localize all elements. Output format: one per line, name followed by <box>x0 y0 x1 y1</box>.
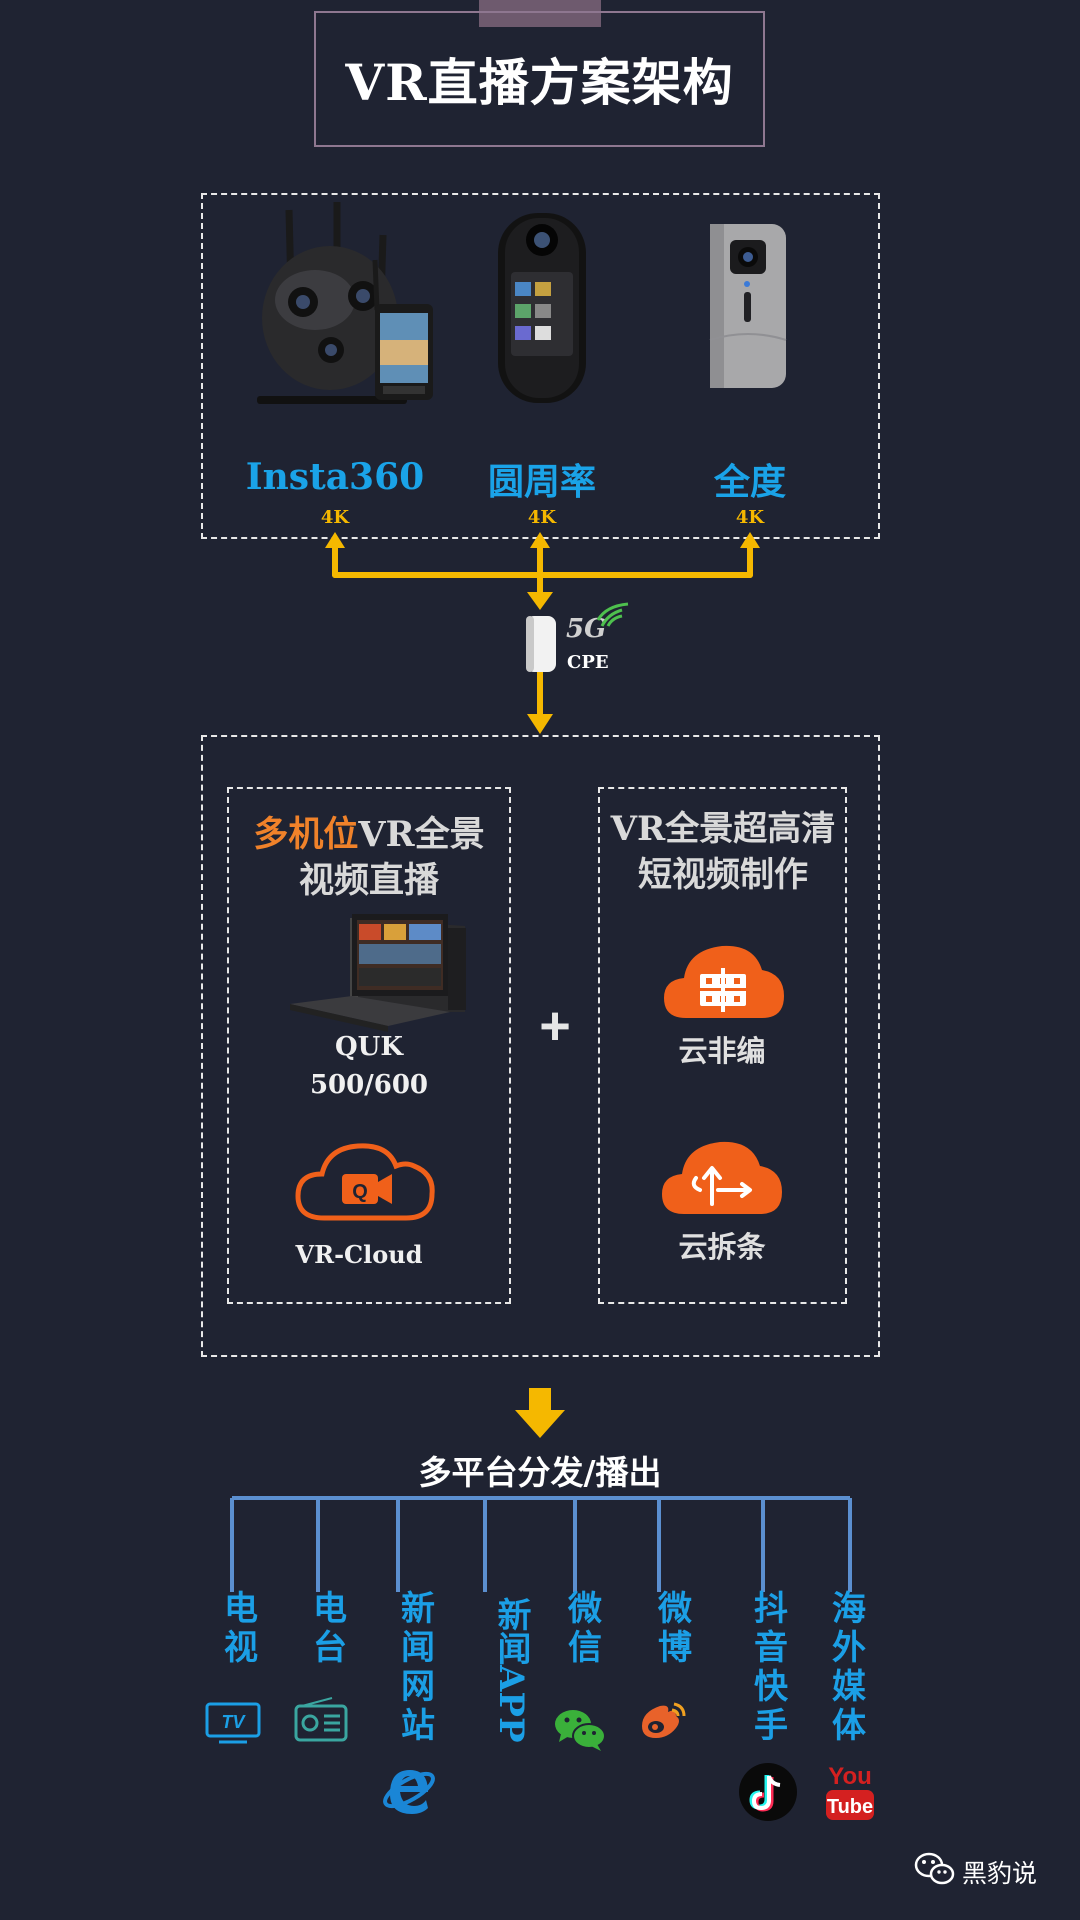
platform-label-overseas: 海外媒体 <box>832 1589 866 1746</box>
watermark-text: 黑豹说 <box>962 1859 1038 1888</box>
camera-name-quandu: 全度 <box>713 461 786 503</box>
tv-icon: TV <box>205 1702 261 1744</box>
camera-connector-lines <box>325 532 760 734</box>
weibo-icon <box>642 1702 686 1738</box>
platform-label-tv: 电视 <box>224 1589 258 1668</box>
platform-label-wechat: 微信 <box>568 1589 602 1668</box>
wechat-watermark-icon <box>914 1852 955 1885</box>
short-video-title-line2: 短视频制作 <box>638 855 808 895</box>
resolution-label: 4K <box>527 507 557 528</box>
short-video-panel <box>598 787 847 1304</box>
platform-label-weibo: 微博 <box>658 1589 692 1668</box>
quk-model-line2: 500/600 <box>309 1070 429 1100</box>
insta360-camera-image <box>257 202 433 404</box>
svg-text:Q: Q <box>352 1181 368 1203</box>
tv-icon-text: TV <box>221 1712 246 1732</box>
quk-model-line1: QUK <box>335 1032 403 1062</box>
wifi-signal-icon <box>596 602 629 627</box>
cloud-split-icon <box>662 1141 782 1214</box>
cloud-split-label: 云拆条 <box>678 1230 766 1264</box>
live-broadcast-title: 多机位VR全景 视频直播 <box>227 812 511 904</box>
production-section <box>201 735 880 1357</box>
camera-name-insta360: Insta360 <box>245 456 425 498</box>
platform-label-radio: 电台 <box>313 1589 347 1668</box>
title-tab-decoration <box>479 0 601 27</box>
ie-browser-icon <box>383 1770 435 1814</box>
wechat-icon <box>555 1710 606 1751</box>
cloud-editing-label: 云非编 <box>678 1034 766 1068</box>
vr-cloud-label: VR-Cloud <box>295 1240 423 1269</box>
radio-icon <box>294 1697 348 1742</box>
quandu-camera-image <box>709 224 787 388</box>
cpe-label: CPE <box>567 652 609 673</box>
short-video-title: VR全景超高清 短视频制作 <box>592 806 854 898</box>
short-video-title-line1: VR全景超高清 <box>610 809 836 849</box>
distribution-tree-lines <box>230 1496 852 1592</box>
platform-label-news-website: 新闻网站 <box>401 1589 435 1746</box>
youtube-tube-text: Tube <box>827 1796 873 1818</box>
live-title-line2: 视频直播 <box>298 860 439 901</box>
platform-label-douyin-kuaishou: 抖音快手 <box>754 1589 788 1746</box>
resolution-label: 4K <box>320 507 350 528</box>
pilot-camera-image <box>498 213 586 403</box>
resolution-label: 4K <box>735 507 765 528</box>
vr-cloud-icon: Q <box>295 1143 435 1221</box>
live-title-highlight: 多机位 <box>253 814 359 855</box>
quk-workstation-image <box>290 914 466 1032</box>
distribution-title: 多平台分发/播出 <box>418 1453 662 1492</box>
live-broadcast-panel <box>227 787 511 1304</box>
camera-name-pilot: 圆周率 <box>487 461 596 503</box>
cloud-editing-icon <box>664 945 784 1018</box>
platform-label-news-app: 新闻APP <box>491 1597 531 1743</box>
distribution-arrow-icon <box>515 1388 565 1438</box>
youtube-icon: You Tube <box>826 1763 874 1820</box>
plus-sign: + <box>539 996 571 1056</box>
live-title-rest: VR全景 <box>358 814 485 855</box>
page-title: VR直播方案架构 <box>314 11 765 147</box>
tiktok-icon <box>739 1763 797 1821</box>
youtube-you-text: You <box>828 1763 872 1790</box>
cpe-router-icon <box>526 616 556 672</box>
